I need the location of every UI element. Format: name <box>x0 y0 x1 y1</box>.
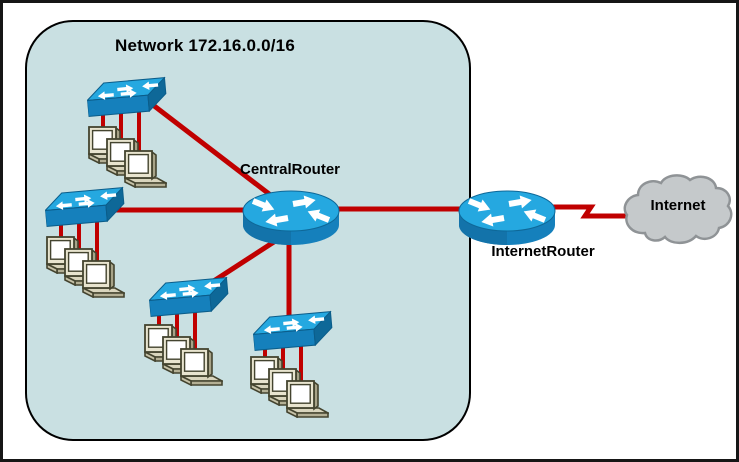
internet-router-icon <box>458 190 556 246</box>
internet-cloud-icon <box>623 174 733 245</box>
link-internetrouter-cloud <box>547 204 629 219</box>
central-router-icon <box>242 190 340 246</box>
workstation-icon <box>286 380 329 418</box>
workstation-icon <box>124 150 167 188</box>
switch-icon <box>251 311 334 351</box>
central-router-label: CentralRouter <box>239 161 340 178</box>
link-switch1-central <box>151 103 292 212</box>
internet-cloud-label: Internet <box>650 197 706 214</box>
workstation-icon <box>180 348 223 386</box>
switch-icon <box>43 187 126 227</box>
network-title: Network 172.16.0.0/16 <box>115 36 295 55</box>
switch-icon <box>147 277 230 317</box>
internet-router-label: InternetRouter <box>491 243 595 260</box>
switch-icon <box>85 77 168 117</box>
workstation-icon <box>82 260 125 298</box>
